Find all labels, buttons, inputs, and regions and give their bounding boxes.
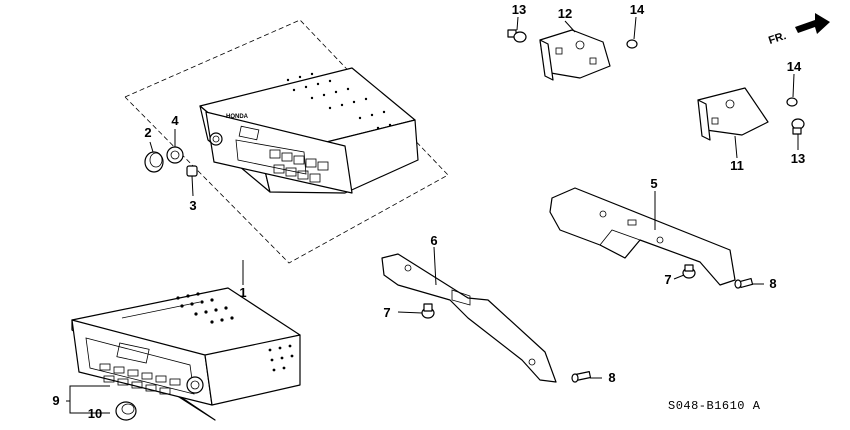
callout-9: 9 (52, 393, 59, 408)
callout-1: 1 (239, 285, 246, 300)
knob-part-2 (144, 141, 164, 173)
callout-3: 3 (189, 198, 196, 213)
screw-8-right (734, 277, 764, 289)
callout-12: 12 (558, 6, 572, 21)
screw-14-right (786, 73, 798, 107)
callout-11: 11 (730, 158, 744, 173)
screw-13-top (507, 16, 527, 43)
callout-7-left: 7 (383, 305, 390, 320)
bracket-part-6 (381, 246, 557, 383)
screw-14-top (626, 16, 638, 49)
radio-unit-lower (71, 287, 301, 421)
direction-label: FR. (767, 30, 788, 47)
callout-14-top: 14 (630, 2, 645, 17)
screw-13-right (791, 118, 805, 150)
callout-7-right: 7 (664, 272, 671, 287)
callout-labels: 2 4 3 1 9 10 13 12 14 14 11 13 5 6 7 7 8… (52, 2, 805, 421)
callout-2: 2 (144, 125, 151, 140)
bracket-part-5 (549, 187, 736, 286)
front-direction-arrow: FR. (767, 13, 830, 47)
knob-ring-part-4 (166, 129, 184, 164)
callout-10: 10 (88, 406, 102, 421)
radio-unit-upper: HONDA (199, 67, 419, 194)
callout-6: 6 (430, 233, 437, 248)
kit-frame (124, 19, 449, 285)
callout-8-right: 8 (769, 276, 776, 291)
screw-7-right (673, 264, 696, 280)
callout-13-top: 13 (512, 2, 526, 17)
screw-7-left (397, 303, 435, 319)
radio-brand-label: HONDA (226, 114, 249, 120)
callout-14-right: 14 (787, 59, 802, 74)
bracket-lines-9-10 (66, 385, 110, 414)
knob-part-10 (115, 401, 137, 421)
diagram-code: S048-B1610 A (668, 399, 761, 413)
callout-8-lower: 8 (608, 370, 615, 385)
callout-5: 5 (650, 176, 657, 191)
callout-13-right: 13 (791, 151, 805, 166)
bracket-part-12 (539, 20, 611, 81)
knob-shaft-part-3 (186, 165, 198, 197)
callout-4: 4 (171, 113, 179, 128)
screw-8-lower (571, 371, 602, 383)
bracket-part-11 (697, 87, 769, 159)
